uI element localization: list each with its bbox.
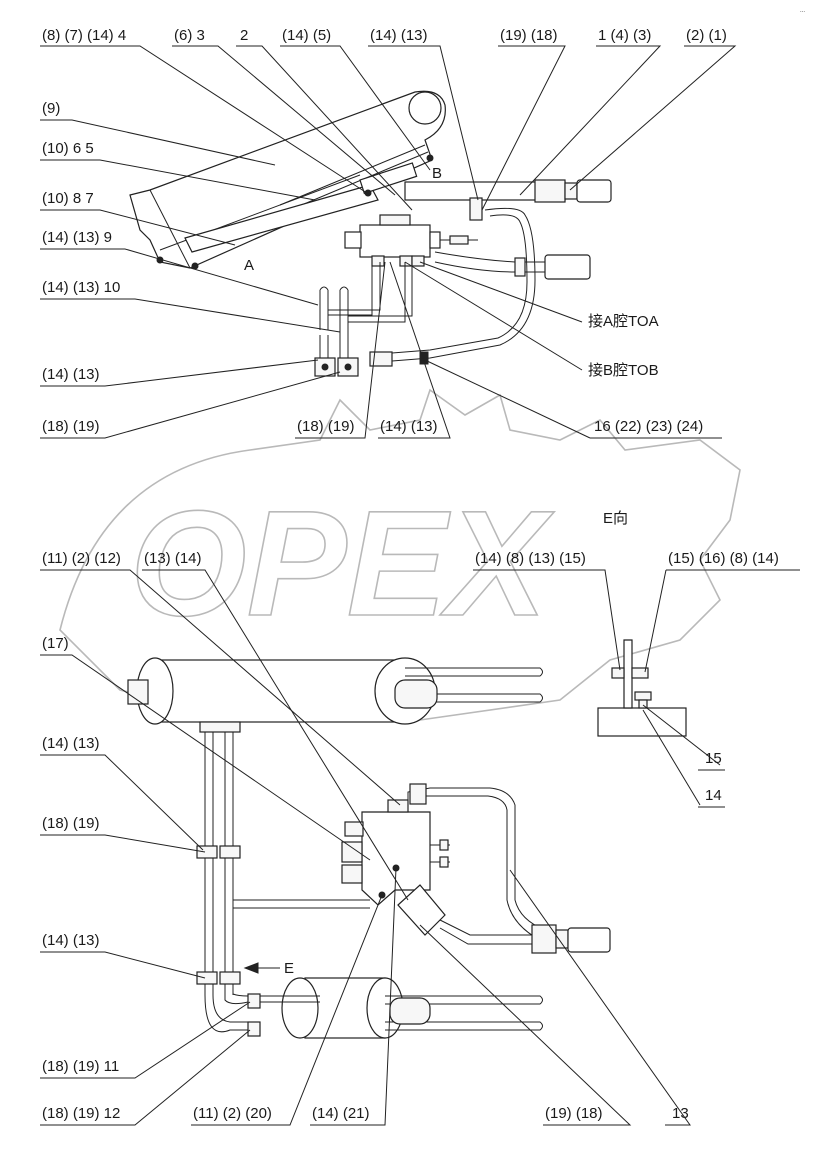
port-label-to-b: 接B腔TOB (588, 362, 659, 379)
callout-mid-2: (14) (13) (380, 418, 438, 435)
callout-top-6: (19) (18) (500, 27, 558, 44)
callout-mid-3: 16 (22) (23) (24) (594, 418, 703, 435)
callout-bottom-2: (18) (19) 12 (42, 1105, 120, 1122)
callout-left-3: (10) 8 7 (42, 190, 94, 207)
watermark-logo: OPEX (59, 388, 741, 721)
view-label-e: E向 (603, 510, 628, 527)
upper-cylinder (149, 659, 413, 723)
callout-lower-top-1: (11) (2) (12) (42, 550, 121, 567)
port-label-to-a: 接A腔TOA (588, 313, 659, 330)
valve-block (359, 224, 431, 258)
upper-assembly (129, 90, 612, 377)
callout-lower-left-2: (14) (13) (42, 735, 100, 752)
middle-callouts: (18) (19) (14) (13) 16 (22) (23) (24) (295, 261, 722, 439)
callout-evw-3: 15 (705, 750, 722, 767)
callout-left-5: (14) (13) 10 (42, 279, 120, 296)
callout-lower-left-1: (17) (42, 635, 69, 652)
arrow-label-e: E (284, 960, 294, 977)
watermark-text: OPEX (130, 479, 555, 647)
callout-evw-2: (15) (16) (8) (14) (668, 550, 779, 567)
callout-lower-left-4: (14) (13) (42, 932, 100, 949)
left-callouts-upper: (9) (10) 6 5 (10) 8 7 (14) (13) 9 (14) (… (40, 100, 341, 439)
callout-top-8: (2) (1) (686, 27, 727, 44)
callout-bottom-1: (18) (19) 11 (42, 1058, 119, 1075)
callout-evw-4: 14 (705, 787, 722, 804)
callout-mid-1: (18) (19) (297, 418, 355, 435)
callout-bottom-5: (19) (18) (545, 1105, 603, 1122)
callout-left-2: (10) 6 5 (42, 140, 94, 157)
callout-left-6: (14) (13) (42, 366, 100, 383)
point-label-a: A (244, 257, 254, 274)
callout-bottom-3: (11) (2) (20) (193, 1105, 272, 1122)
top-callouts: (8) (7) (14) 4 (6) 3 2 (14) (5) (14) (13… (40, 27, 737, 211)
corner-mark: ... (800, 8, 805, 14)
port-labels: 接A腔TOA 接B腔TOB (404, 261, 659, 379)
boom-eye (408, 91, 442, 125)
callout-top-4: (14) (5) (282, 27, 331, 44)
e-view-detail (597, 639, 721, 806)
callout-evw-1: (14) (8) (13) (15) (475, 550, 586, 567)
callout-left-7: (18) (19) (42, 418, 100, 435)
lower-callouts: (11) (2) (12) (13) (14) (17) (14) (13) (… (40, 550, 800, 1126)
callout-top-5: (14) (13) (370, 27, 428, 44)
point-label-b: B (432, 165, 442, 182)
callout-top-3: 2 (240, 27, 248, 44)
callout-bottom-4: (14) (21) (312, 1105, 370, 1122)
callout-lower-top-2: (13) (14) (144, 550, 202, 567)
callout-top-7: 1 (4) (3) (598, 27, 651, 44)
callout-top-2: (6) 3 (174, 27, 205, 44)
callout-lower-left-3: (18) (19) (42, 815, 100, 832)
callout-left-1: (9) (42, 100, 60, 117)
callout-left-4: (14) (13) 9 (42, 229, 112, 246)
callout-top-1: (8) (7) (14) 4 (42, 27, 126, 44)
